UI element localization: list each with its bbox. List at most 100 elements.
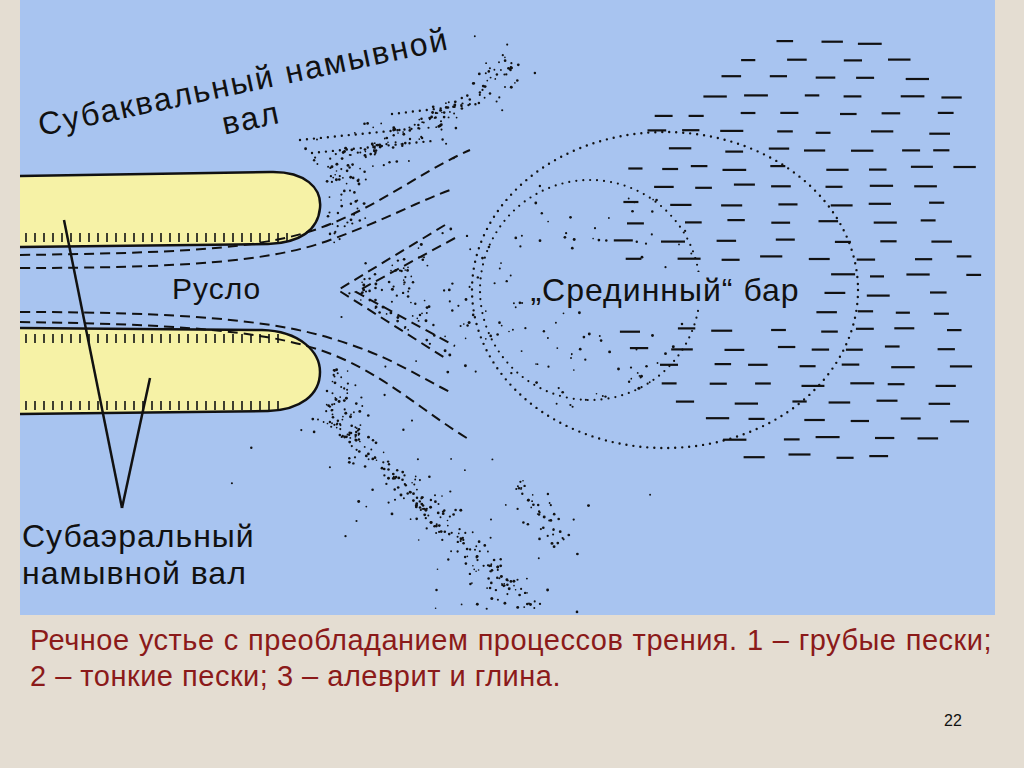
clay-dash xyxy=(671,348,693,350)
sand-dot xyxy=(488,564,491,567)
sand-dot xyxy=(412,499,415,502)
clay-dash xyxy=(777,130,793,132)
sand-dot xyxy=(403,267,405,269)
clay-dash xyxy=(778,203,797,205)
sand-dot xyxy=(527,499,530,502)
sand-dot xyxy=(344,408,346,410)
sand-dot xyxy=(664,352,667,355)
clay-dash xyxy=(741,59,755,61)
hatch-tick xyxy=(214,401,216,410)
sand-dot xyxy=(446,371,449,374)
sand-dot xyxy=(460,104,462,106)
sand-dot xyxy=(335,153,337,155)
sand-dot xyxy=(387,477,390,480)
sand-dot xyxy=(532,494,534,496)
sand-dot xyxy=(445,106,448,109)
sand-dot xyxy=(437,503,439,505)
sand-dot xyxy=(433,334,436,337)
clay-dash xyxy=(829,401,851,403)
sand-dot xyxy=(339,428,341,430)
clay-dash xyxy=(921,219,936,221)
sand-dot xyxy=(300,429,302,431)
clay-dash xyxy=(825,292,846,294)
sand-dot xyxy=(357,152,359,154)
sand-dot xyxy=(578,311,581,314)
sand-dot xyxy=(415,476,417,478)
flow-line xyxy=(20,190,450,268)
sand-dot xyxy=(344,535,346,537)
sand-dot xyxy=(501,325,503,327)
sand-dot xyxy=(361,281,363,283)
sand-dot xyxy=(489,570,491,572)
hatch-tick xyxy=(97,334,99,343)
label-slot: Русло xyxy=(168,272,265,307)
hatch-tick xyxy=(25,233,27,242)
sand-dot xyxy=(452,513,455,516)
sand-dot xyxy=(394,477,397,480)
sand-dot xyxy=(422,258,425,261)
sand-dot xyxy=(328,211,330,213)
sand-dot xyxy=(672,345,675,348)
sand-dot xyxy=(485,310,487,312)
sand-dot xyxy=(231,482,233,484)
sand-dot xyxy=(502,54,504,56)
sand-dot xyxy=(363,171,366,174)
sand-dot xyxy=(317,418,319,420)
sand-dot xyxy=(547,221,549,223)
sand-dot xyxy=(556,403,558,405)
flow-chevron xyxy=(338,225,445,358)
sand-dot xyxy=(348,434,350,436)
hatch-tick xyxy=(115,233,117,242)
flow-line xyxy=(20,150,470,255)
levee-fill xyxy=(20,172,320,247)
sand-dot xyxy=(333,369,335,371)
clay-dash xyxy=(851,420,869,422)
sand-dot xyxy=(500,575,503,578)
sand-dot xyxy=(496,577,498,579)
sand-dot xyxy=(476,559,478,561)
sand-dot xyxy=(380,123,382,125)
hatch-tick xyxy=(97,233,99,242)
sand-dot xyxy=(573,369,575,371)
sand-dot xyxy=(510,580,513,583)
sand-dot xyxy=(551,542,554,545)
sand-dot xyxy=(348,457,350,459)
sand-dot xyxy=(386,313,388,315)
sand-dot xyxy=(587,504,590,507)
sand-dot xyxy=(374,299,377,302)
sand-dot xyxy=(506,584,509,587)
sand-dot xyxy=(383,468,386,471)
sand-dot xyxy=(507,580,509,582)
sand-dot xyxy=(441,232,443,234)
sand-dot xyxy=(372,165,374,167)
sand-dot xyxy=(458,533,460,535)
sand-dot xyxy=(332,177,334,179)
sand-dot xyxy=(652,199,654,201)
sand-dot xyxy=(348,166,350,168)
sand-dot xyxy=(335,163,338,166)
sand-dot xyxy=(496,333,499,336)
sand-dot xyxy=(372,127,374,129)
sand-dot xyxy=(479,550,481,552)
hatch-tick xyxy=(259,233,261,242)
sand-dot xyxy=(451,282,453,284)
sand-dot xyxy=(329,233,332,236)
sand-dot xyxy=(347,164,350,167)
sand-dot xyxy=(353,411,355,413)
sand-dot xyxy=(496,566,499,569)
sand-dot xyxy=(360,396,362,398)
sand-dot xyxy=(332,409,334,411)
sand-dot xyxy=(427,127,429,129)
sand-dot xyxy=(501,109,503,111)
levee-outline xyxy=(20,172,320,247)
sand-dot xyxy=(422,504,425,507)
sand-dot xyxy=(602,395,604,397)
clay-dash xyxy=(957,255,972,257)
sand-dot xyxy=(514,237,517,240)
sand-dot xyxy=(510,62,512,64)
sand-dot xyxy=(535,363,537,365)
sand-dot xyxy=(513,302,515,304)
clay-dash xyxy=(871,130,893,132)
hatch-tick xyxy=(160,334,162,343)
